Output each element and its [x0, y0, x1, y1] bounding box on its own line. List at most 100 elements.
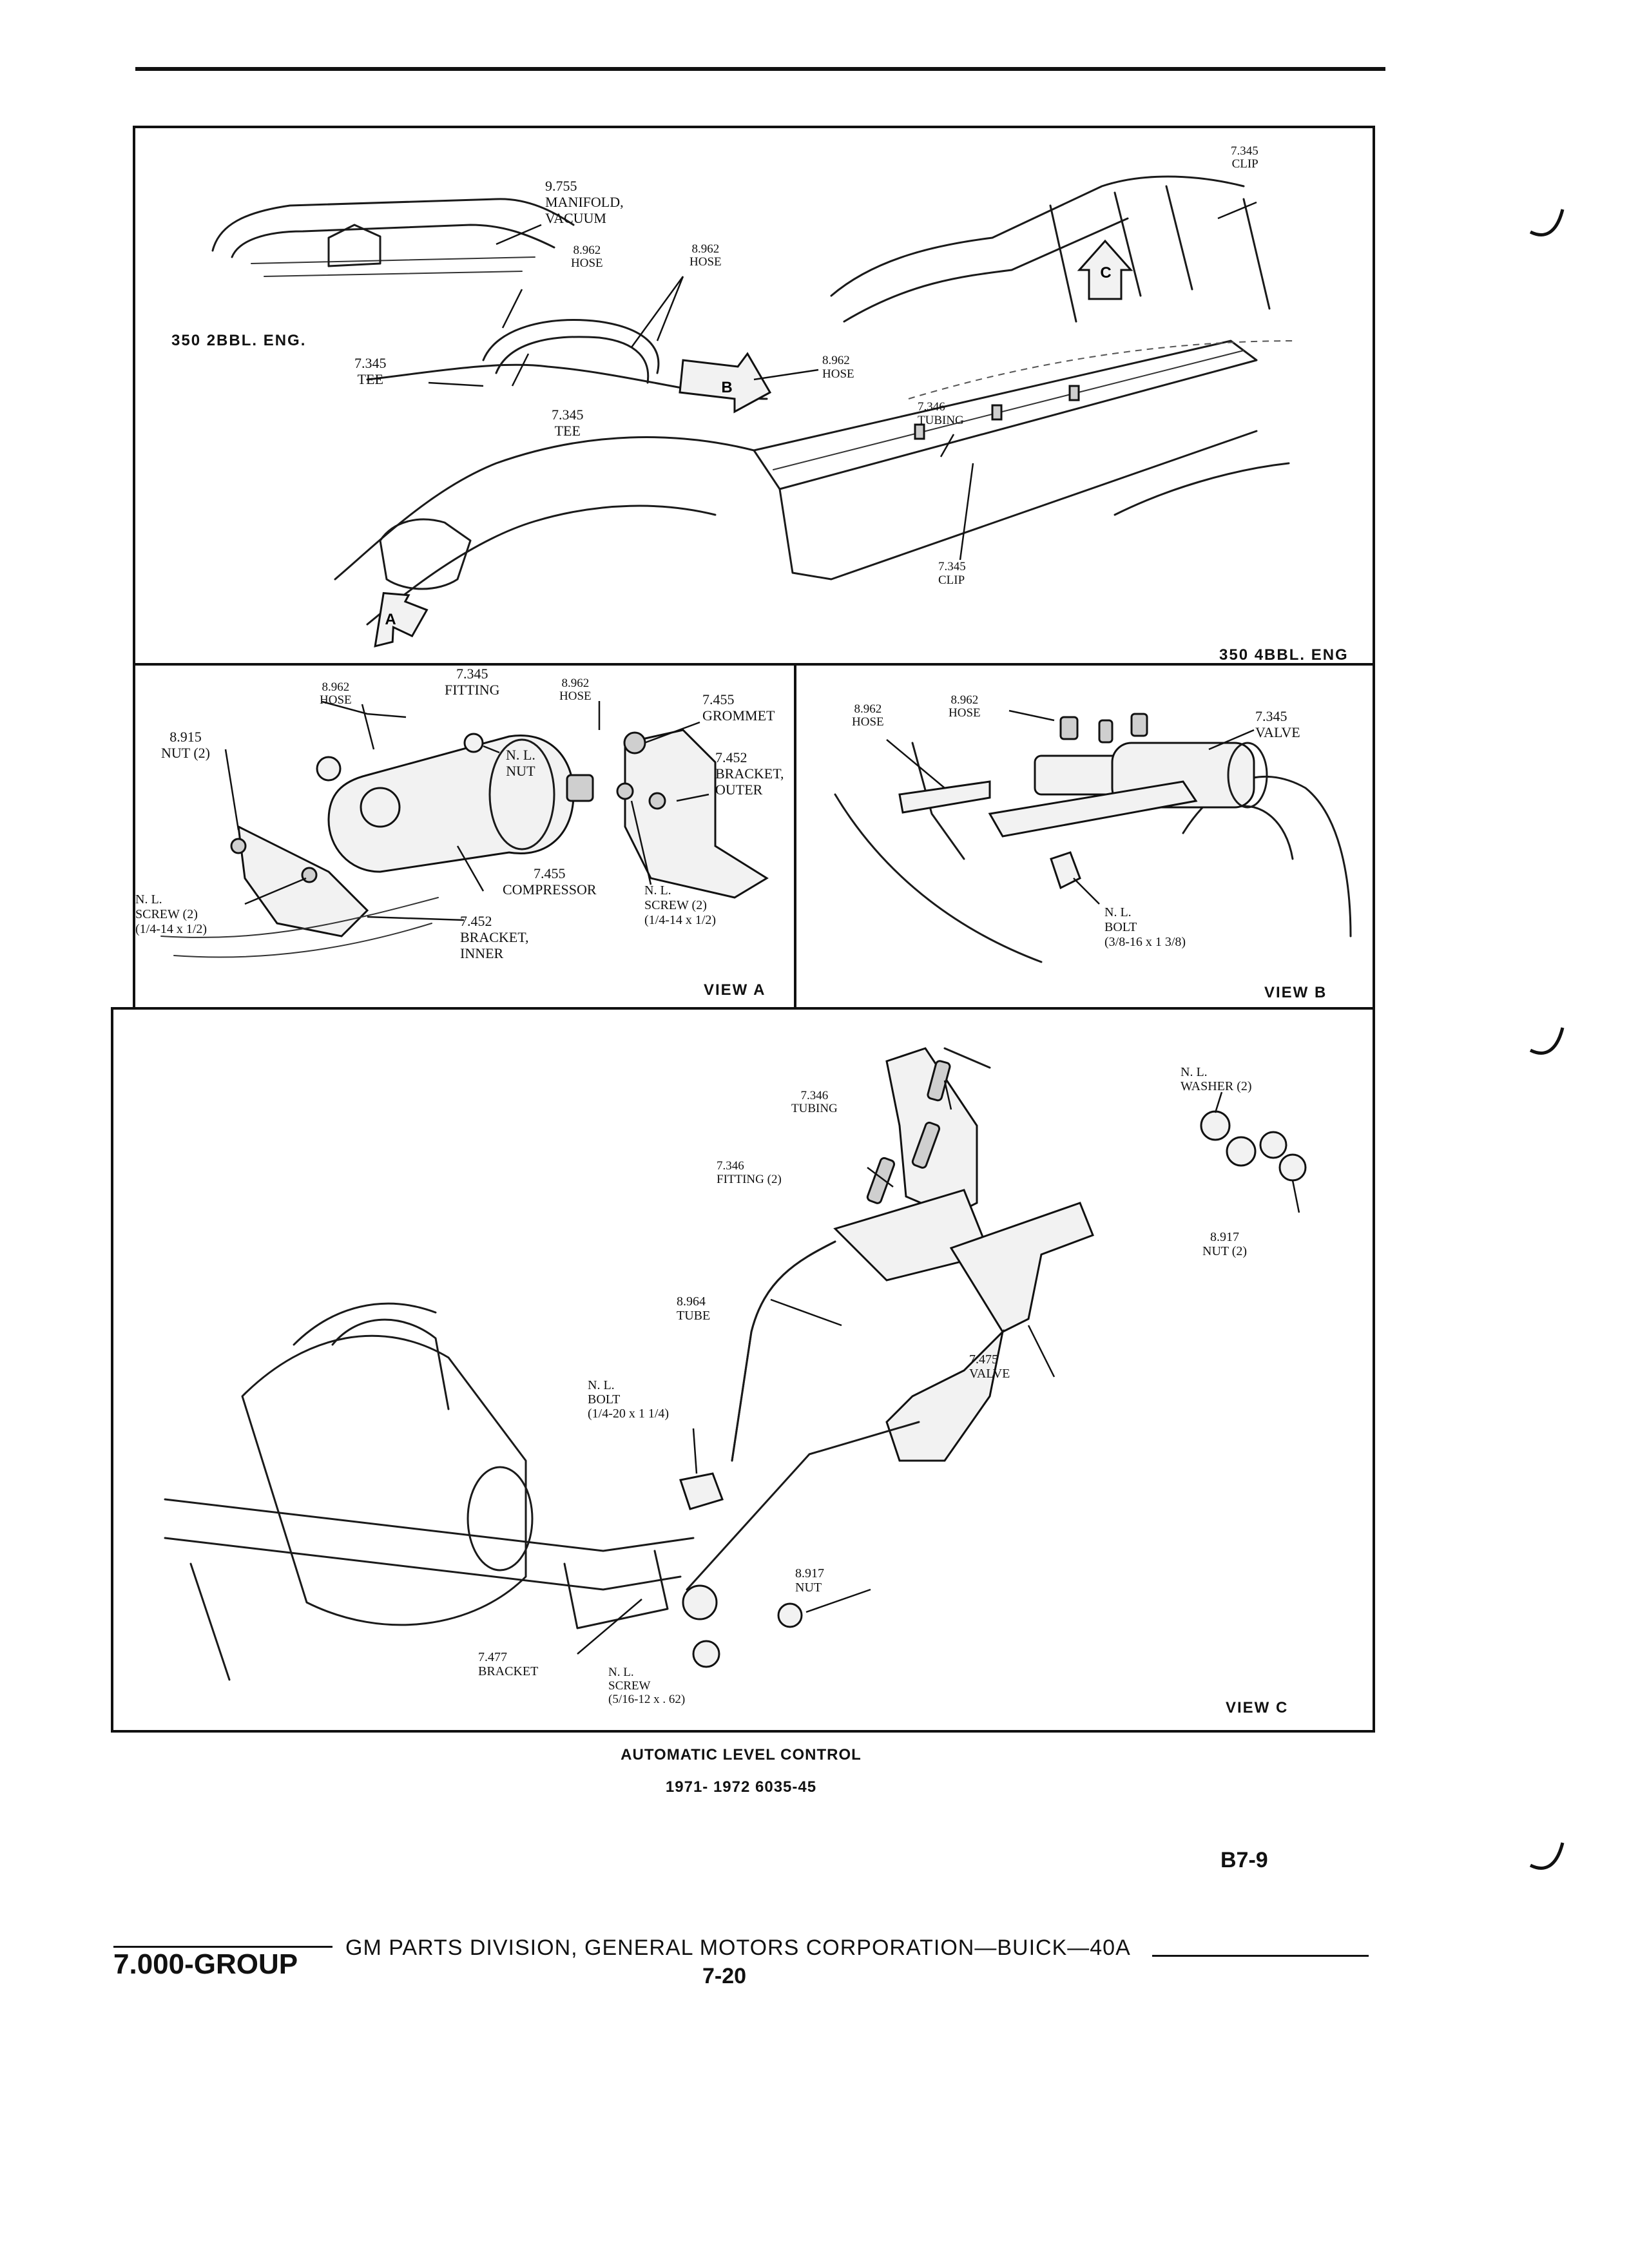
engine-label-4bbl: 350 4BBL. ENG: [1219, 646, 1349, 664]
nut-bottom-part: [777, 1602, 803, 1628]
leader-clip-bottom: [959, 463, 974, 561]
leaf-spring-top: [164, 1498, 695, 1552]
label-hose-upper-left: 8.962 HOSE: [571, 244, 603, 270]
leader-valve-c: [1027, 1325, 1055, 1378]
view-arrow-a: A: [374, 591, 429, 648]
binder-mark: [1529, 209, 1565, 236]
label-nl-nut: N. L. NUT: [506, 747, 535, 779]
leader-bracket-inner: [367, 916, 465, 921]
leader-manifold: [496, 224, 542, 245]
frame-lower: [778, 430, 1258, 581]
label-tee-left: 7.345 TEE: [354, 355, 387, 387]
fitting-knob: [316, 756, 342, 782]
axle-tube: [467, 1466, 534, 1571]
caption-subtitle: 1971- 1972 6035-45: [665, 1778, 817, 1796]
binder-mark: [1529, 1842, 1565, 1870]
label-hose-left-a: 8.962 HOSE: [320, 680, 352, 707]
label-valve-b: 7.345 VALVE: [1255, 708, 1300, 740]
label-hose-right-a: 8.962 HOSE: [559, 677, 592, 703]
carburetor: [327, 224, 381, 267]
leaf-hanger: [189, 1562, 231, 1681]
wheel-arch-left: [834, 793, 1043, 963]
leader-tee-bottom: [511, 353, 530, 387]
leader-bolt-c: [692, 1428, 698, 1474]
label-hose-right: 8.962 HOSE: [822, 354, 854, 381]
caption-title: AUTOMATIC LEVEL CONTROL: [621, 1746, 862, 1763]
label-hose-top-b: 8.962 HOSE: [949, 693, 981, 720]
leader-hose-left: [322, 700, 407, 718]
label-fitting-a: 7.345 FITTING: [445, 666, 500, 698]
label-bolt-b: N. L. BOLT (3/8-16 x 1 3/8): [1104, 905, 1186, 949]
label-compressor: 7.455 COMPRESSOR: [503, 865, 597, 898]
screw-outer-2: [648, 792, 666, 810]
view-b-tag: VIEW B: [1264, 984, 1327, 1001]
arrow-c-letter: C: [1100, 264, 1111, 282]
bolt-part: [679, 1472, 724, 1510]
screw-outer: [616, 782, 634, 800]
leader-tubing: [940, 434, 955, 457]
link-grommet: [682, 1584, 718, 1620]
leader-grommet: [644, 721, 700, 744]
view-arrow-b: B: [679, 352, 772, 414]
rail-clip: [991, 404, 1003, 421]
engine-label-2bbl: 350 2BBL. ENG.: [171, 332, 307, 349]
footer-group: 7.000-GROUP: [113, 1948, 298, 1980]
hose-body: [898, 780, 991, 814]
leader-bracket-c: [577, 1599, 642, 1655]
leader-screw-right: [630, 800, 652, 885]
hose-cap-1: [1059, 716, 1079, 740]
label-tube-c: 8.964 TUBE: [677, 1294, 711, 1323]
label-tee-bottom: 7.345 TEE: [552, 407, 584, 439]
view-c-illustration: [164, 1047, 1307, 1681]
shock-absorber: [1242, 198, 1271, 310]
footer-publisher: GM PARTS DIVISION, GENERAL MOTORS CORPOR…: [345, 1936, 1131, 1960]
label-bracket-inner: 7.452 BRACKET, INNER: [460, 913, 529, 961]
leader-screw-left: [244, 877, 307, 905]
label-hose-left-b: 8.962 HOSE: [852, 702, 884, 729]
outer-bracket: [624, 729, 769, 899]
fitting-upper-2: [911, 1121, 941, 1169]
main-view-illustration: A B C: [211, 175, 1296, 648]
nl-nut-part: [463, 733, 484, 753]
bolt: [1050, 851, 1081, 890]
compressor-end: [488, 738, 555, 850]
label-washer: N. L. WASHER (2): [1181, 1065, 1252, 1093]
label-clip-bottom: 7.345 CLIP: [938, 560, 966, 587]
compressor-body: [327, 735, 575, 873]
valve-bracket: [988, 780, 1198, 838]
label-screw-c: N. L. SCREW (5/16-12 x . 62): [608, 1666, 686, 1706]
rear-structure: [830, 175, 1245, 297]
label-fitting-c: 7.346 FITTING (2): [717, 1159, 782, 1186]
view-c-tag: VIEW C: [1226, 1699, 1289, 1716]
screw-inner: [301, 867, 318, 883]
view-arrow-c: C: [1077, 239, 1133, 300]
screw-head: [692, 1640, 720, 1668]
label-bolt-c: N. L. BOLT (1/4-20 x 1 1/4): [588, 1378, 670, 1421]
top-rule: [135, 67, 1385, 71]
link-rod: [686, 1421, 920, 1591]
view-a-illustration: [160, 700, 769, 958]
label-tubing-c: 7.346 TUBING: [791, 1089, 838, 1115]
bracket-lower: [563, 1550, 669, 1629]
manifold-line: [231, 224, 555, 258]
footer-rule-right: [1152, 1955, 1369, 1957]
view-a-panel: 7.345 FITTING 8.962 HOSE 8.962 HOSE 7.45…: [133, 663, 802, 1015]
nut-1: [1259, 1131, 1287, 1159]
rear-line: [1113, 462, 1290, 516]
hose-cap-3: [1130, 713, 1148, 737]
footer-page-number: 7-20: [702, 1964, 747, 1988]
leader-tube-c: [770, 1298, 842, 1327]
label-tubing: 7.346 TUBING: [918, 400, 964, 427]
engine-outline-2bbl: [211, 198, 575, 252]
wheel-arch-inner: [1233, 805, 1294, 860]
axle-housing: [241, 1334, 527, 1626]
compressor-nipple: [566, 774, 594, 802]
hose-cap-2: [1098, 719, 1113, 744]
label-clip-top: 7.345 CLIP: [1231, 144, 1258, 171]
label-valve-c: 7.475 VALVE: [969, 1352, 1010, 1381]
label-bracket-c: 7.477 BRACKET: [478, 1650, 539, 1678]
leader-valve-b: [1208, 729, 1255, 751]
page-id: B7-9: [1220, 1848, 1268, 1872]
label-nut-left-a: 8.915 NUT (2): [161, 729, 210, 761]
leader-compressor: [456, 845, 485, 892]
